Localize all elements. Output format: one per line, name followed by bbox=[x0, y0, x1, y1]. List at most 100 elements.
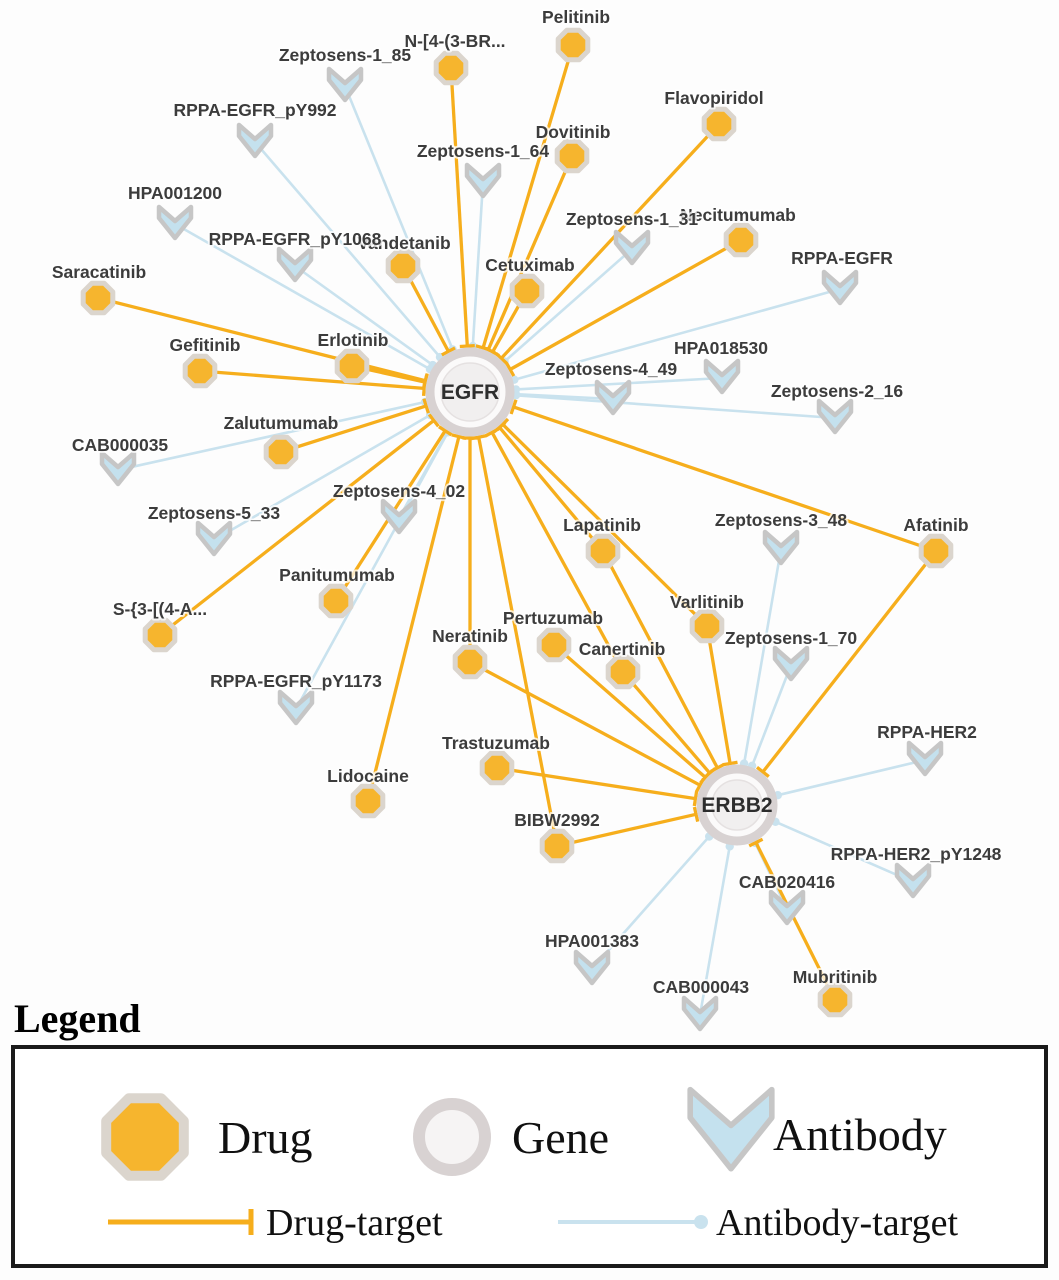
edge-drug-target-s3_4a-egfr bbox=[158, 413, 440, 637]
edge-drug-target-zalutumumab-egfr bbox=[280, 398, 430, 454]
node-label-zeptosens_2_16: Zeptosens-2_16 bbox=[771, 381, 904, 401]
drug-node-gefitinib bbox=[182, 353, 218, 389]
antibody-node-rppa_her2 bbox=[906, 740, 944, 777]
antibody-node-zeptosens_5_33 bbox=[195, 520, 233, 557]
node-label-vandetanib: Vandetanib bbox=[357, 233, 450, 253]
antibody-node-zeptosens_1_70 bbox=[772, 645, 810, 682]
node-label-pelitinib: Pelitinib bbox=[542, 7, 610, 27]
gene-node-egfr: EGFR bbox=[425, 347, 515, 437]
antibody-node-zeptosens_1_64 bbox=[464, 162, 502, 199]
node-label-cetuximab: Cetuximab bbox=[485, 255, 574, 275]
drug-node-flavopiridol bbox=[701, 106, 737, 142]
drug-node-bibw2992 bbox=[539, 828, 575, 864]
antibody-node-zeptosens_4_49 bbox=[594, 379, 632, 416]
gene-label-egfr: EGFR bbox=[441, 381, 499, 404]
node-label-rppa_her2: RPPA-HER2 bbox=[877, 722, 977, 742]
legend-antibody-label: Antibody bbox=[773, 1109, 947, 1160]
drug-node-neratinib bbox=[452, 644, 488, 680]
node-label-zeptosens_5_33: Zeptosens-5_33 bbox=[148, 503, 281, 523]
edge-drug-target-afatinib-erbb2 bbox=[755, 549, 938, 778]
edge-antibody-target-zeptosens_1_64-egfr bbox=[468, 181, 485, 351]
legend-gene-label: Gene bbox=[512, 1112, 609, 1163]
legend-box bbox=[11, 1045, 1048, 1268]
edge-drug-target-afatinib-egfr bbox=[509, 399, 937, 553]
node-label-dovitinib: Dovitinib bbox=[536, 122, 611, 142]
labels-layer: PelitinibN-[4-(3-BR...FlavopiridolDoviti… bbox=[50, 5, 1004, 999]
node-label-afatinib: Afatinib bbox=[903, 515, 968, 535]
drug-node-canertinib bbox=[605, 654, 641, 690]
drug-node-pertuzumab bbox=[536, 627, 572, 663]
drug-node-saracatinib bbox=[80, 280, 116, 316]
antibody-node-rppa_egfr_py992 bbox=[236, 122, 274, 159]
node-label-zeptosens_1_64: Zeptosens-1_64 bbox=[417, 141, 550, 161]
node-label-zeptosens_1_31: Zeptosens-1_31 bbox=[566, 209, 699, 229]
antibody-node-zeptosens_1_31 bbox=[613, 229, 651, 266]
node-label-zeptosens_4_49: Zeptosens-4_49 bbox=[545, 359, 678, 379]
edge-drug-target-varlitinib-egfr bbox=[496, 417, 709, 628]
drug-node-varlitinib bbox=[689, 608, 725, 644]
drug-node-necitumumab bbox=[723, 222, 759, 258]
node-label-trastuzumab: Trastuzumab bbox=[442, 733, 550, 753]
nodes-layer: EGFR ERBB2 bbox=[80, 27, 954, 1032]
drug-node-trastuzumab bbox=[479, 750, 515, 786]
node-label-lapatinib: Lapatinib bbox=[563, 515, 641, 535]
drug-node-dovitinib bbox=[554, 138, 590, 174]
edge-antibody-target-zeptosens_1_70-erbb2 bbox=[747, 664, 793, 770]
drug-node-n4_3br bbox=[433, 50, 469, 86]
drug-node-pelitinib bbox=[555, 27, 591, 63]
drug-node-afatinib bbox=[918, 533, 954, 569]
node-label-pertuzumab: Pertuzumab bbox=[503, 608, 603, 628]
node-label-lidocaine: Lidocaine bbox=[327, 766, 409, 786]
antibody-node-zeptosens_4_02 bbox=[380, 498, 418, 535]
edge-drug-target-necitumumab-egfr bbox=[505, 238, 742, 377]
node-label-rppa_egfr_py1068: RPPA-EGFR_pY1068 bbox=[209, 229, 382, 249]
drug-node-cetuximab bbox=[509, 273, 545, 309]
legend-drug-icon bbox=[101, 1093, 189, 1181]
node-label-hpa001200: HPA001200 bbox=[128, 183, 222, 203]
node-label-rppa_egfr_py1173: RPPA-EGFR_pY1173 bbox=[210, 671, 382, 691]
drug-node-mubritinib bbox=[817, 982, 853, 1018]
legend-drug-target-label: Drug-target bbox=[266, 1202, 443, 1244]
node-label-gefitinib: Gefitinib bbox=[170, 335, 241, 355]
drug-node-panitumumab bbox=[318, 583, 354, 619]
node-label-n4_3br: N-[4-(3-BR... bbox=[404, 31, 505, 51]
antibody-node-zeptosens_1_85 bbox=[326, 66, 364, 103]
edge-drug-target-bibw2992-egfr bbox=[470, 434, 559, 847]
node-label-zeptosens_1_85: Zeptosens-1_85 bbox=[279, 45, 412, 65]
edge-drug-target-canertinib-egfr bbox=[484, 427, 625, 673]
drug-node-vandetanib bbox=[385, 248, 421, 284]
node-label-mubritinib: Mubritinib bbox=[793, 967, 878, 987]
node-label-zeptosens_3_48: Zeptosens-3_48 bbox=[715, 510, 848, 530]
node-label-rppa_egfr_py992: RPPA-EGFR_pY992 bbox=[173, 100, 336, 120]
node-label-neratinib: Neratinib bbox=[432, 626, 508, 646]
node-label-zeptosens_1_70: Zeptosens-1_70 bbox=[725, 628, 858, 648]
gene-label-erbb2: ERBB2 bbox=[701, 794, 772, 817]
legend-gene-icon bbox=[413, 1098, 491, 1176]
edge-drug-target-varlitinib-erbb2 bbox=[705, 625, 738, 767]
antibody-node-cab000043 bbox=[681, 995, 719, 1032]
node-label-saracatinib: Saracatinib bbox=[52, 262, 146, 282]
edge-drug-target-n4_3br-egfr bbox=[449, 67, 475, 349]
drug-node-erlotinib bbox=[334, 348, 370, 384]
antibody-node-cab020416 bbox=[768, 889, 806, 926]
gene-node-erbb2: ERBB2 bbox=[696, 764, 778, 846]
node-label-cab020416: CAB020416 bbox=[739, 872, 836, 892]
node-label-cab000043: CAB000043 bbox=[653, 977, 750, 997]
legend-title: Legend bbox=[14, 996, 141, 1041]
node-label-zalutumumab: Zalutumumab bbox=[224, 413, 339, 433]
node-label-bibw2992: BIBW2992 bbox=[514, 810, 600, 830]
node-label-necitumumab: Necitumumab bbox=[680, 205, 796, 225]
antibody-node-rppa_egfr_py1173 bbox=[277, 689, 315, 726]
antibody-node-hpa001200 bbox=[156, 204, 194, 241]
antibody-node-rppa_her2_py1248 bbox=[894, 862, 932, 899]
antibody-node-hpa001383 bbox=[573, 949, 611, 986]
legend-antibody-icon bbox=[687, 1086, 775, 1172]
edge-drug-target-canertinib-erbb2 bbox=[621, 670, 717, 780]
edge-drug-target-mubritinib-erbb2 bbox=[748, 837, 837, 1001]
node-label-zeptosens_4_02: Zeptosens-4_02 bbox=[333, 481, 466, 501]
edge-drug-target-pertuzumab-erbb2 bbox=[552, 643, 712, 785]
edge-drug-target-bibw2992-erbb2 bbox=[556, 806, 700, 848]
node-label-varlitinib: Varlitinib bbox=[670, 592, 744, 612]
node-label-hpa018530: HPA018530 bbox=[674, 338, 768, 358]
antibody-node-zeptosens_2_16 bbox=[816, 398, 854, 435]
